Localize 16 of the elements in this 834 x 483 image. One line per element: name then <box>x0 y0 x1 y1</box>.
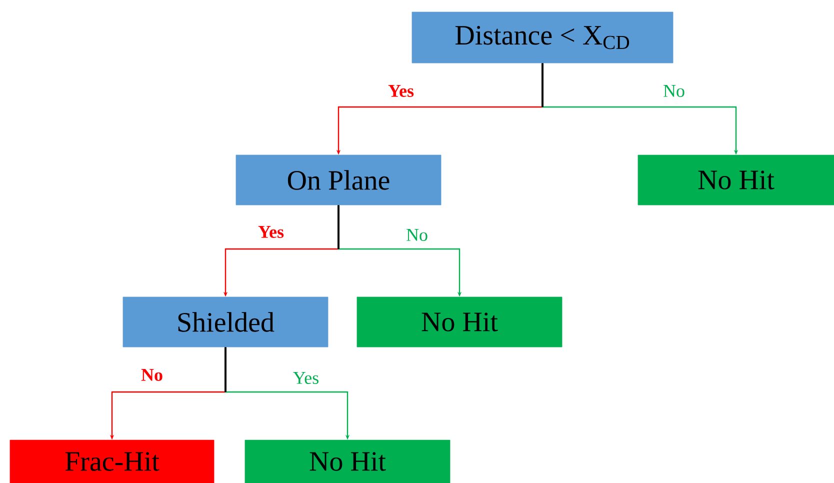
outcome-box: Frac-Hit <box>10 440 214 483</box>
connector-trunk <box>338 205 340 249</box>
connector-trunk <box>542 63 544 107</box>
decision-box: Distance < X$_{CD}$ <box>412 12 674 64</box>
edge-label: Yes <box>257 225 285 239</box>
edge-label: No <box>405 228 429 242</box>
outcome-box: No Hit <box>638 154 834 206</box>
edge-label: Yes <box>387 84 415 98</box>
decision-box: On Plane <box>236 154 442 206</box>
edge-label: Yes <box>292 371 320 385</box>
outcome-box: No Hit <box>244 440 450 483</box>
connector-trunk <box>224 347 226 392</box>
edge-label: No <box>662 84 686 98</box>
outcome-box: No Hit <box>356 296 562 348</box>
decision-box: Shielded <box>122 296 328 348</box>
edge-label: No <box>140 368 164 382</box>
